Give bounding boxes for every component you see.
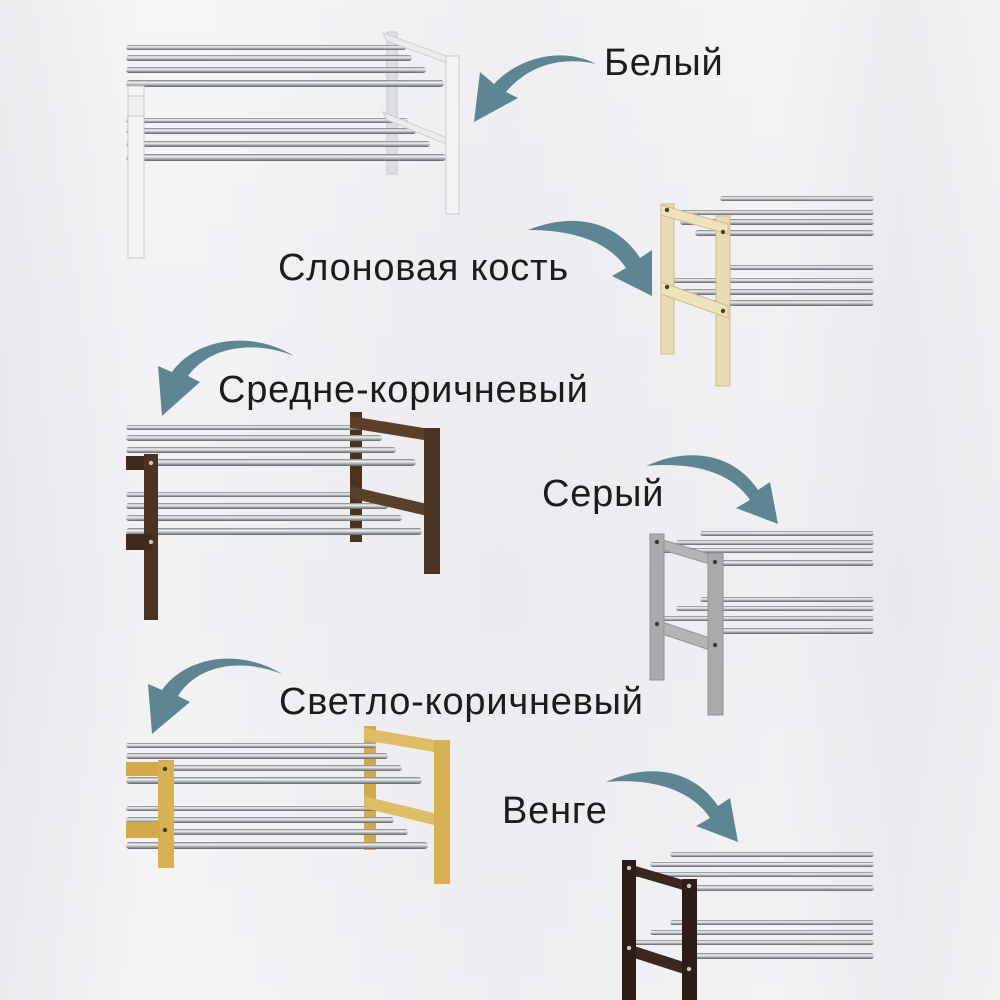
arrow-icon [606, 771, 738, 842]
frame-post [350, 412, 362, 542]
arrow-icon [158, 340, 294, 416]
variant-label-medium-brown: Средне-коричневый [218, 369, 589, 411]
shelf-wenge [622, 852, 874, 1000]
shelf-light-brown [126, 726, 450, 884]
variant-label-white: Белый [604, 42, 724, 84]
variant-label-wenge: Венге [502, 790, 608, 832]
variant-label-light-brown: Светло-коричневый [279, 681, 644, 723]
arrow-icon [474, 55, 596, 122]
shelf-medium-brown [126, 412, 440, 620]
arrow-icon [148, 658, 282, 734]
variant-label-gray: Серый [542, 473, 665, 515]
shelf-ivory [660, 196, 874, 387]
arrow-icon [528, 220, 652, 296]
shelf-gray [649, 531, 874, 716]
frame-post [386, 31, 398, 175]
shelf-white [126, 31, 460, 259]
variant-label-ivory: Слоновая кость [278, 247, 569, 289]
arrow-icon [646, 455, 778, 524]
